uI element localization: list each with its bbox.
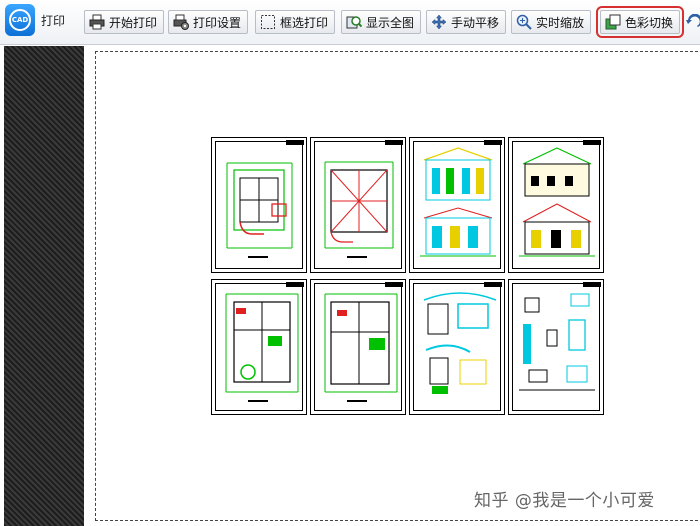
start-print-button[interactable]: 开始打印 bbox=[84, 10, 164, 34]
color-switch-button[interactable]: 色彩切换 bbox=[596, 6, 684, 38]
frame-select-print-label: 框选打印 bbox=[280, 15, 329, 30]
manual-pan-button[interactable]: 手动平移 bbox=[426, 10, 506, 34]
color-switch-icon bbox=[605, 14, 621, 30]
show-all-button[interactable]: 显示全图 bbox=[341, 10, 421, 34]
undo-icon[interactable] bbox=[686, 13, 700, 30]
print-settings-icon bbox=[173, 14, 189, 30]
app-logo-text: CAD bbox=[9, 9, 31, 31]
print-settings-label: 打印设置 bbox=[193, 15, 242, 30]
drawing-sheet bbox=[409, 279, 505, 415]
drawing-sheet bbox=[211, 137, 307, 273]
printer-icon bbox=[89, 14, 105, 30]
preview-left-margin bbox=[4, 46, 84, 526]
drawing-sheet bbox=[310, 137, 406, 273]
drawing-sheet bbox=[508, 279, 604, 415]
print-toolbar: CAD 打印 开始打印 打印设置 框选打印 显示全图 手动平移 bbox=[0, 0, 700, 45]
window-title: 打印 bbox=[41, 14, 66, 28]
manual-pan-label: 手动平移 bbox=[451, 15, 500, 30]
fit-view-icon bbox=[346, 14, 363, 30]
drawing-sheet bbox=[508, 137, 604, 273]
drawing-sheets bbox=[211, 137, 606, 415]
start-print-label: 开始打印 bbox=[109, 15, 158, 30]
color-switch-label: 色彩切换 bbox=[625, 15, 674, 30]
marquee-select-icon bbox=[260, 14, 276, 30]
drawing-sheet bbox=[211, 279, 307, 415]
show-all-label: 显示全图 bbox=[366, 15, 415, 30]
drawing-sheet bbox=[409, 137, 505, 273]
pan-icon bbox=[431, 14, 447, 30]
realtime-zoom-button[interactable]: 实时缩放 bbox=[511, 10, 591, 34]
app-logo: CAD bbox=[5, 4, 35, 36]
realtime-zoom-label: 实时缩放 bbox=[536, 15, 585, 30]
print-settings-button[interactable]: 打印设置 bbox=[168, 10, 248, 34]
zoom-icon bbox=[516, 14, 532, 30]
watermark: 知乎 @我是一个小可爱 bbox=[474, 491, 655, 511]
drawing-sheet bbox=[310, 279, 406, 415]
frame-select-print-button[interactable]: 框选打印 bbox=[255, 10, 335, 34]
printable-area-border bbox=[95, 51, 700, 521]
